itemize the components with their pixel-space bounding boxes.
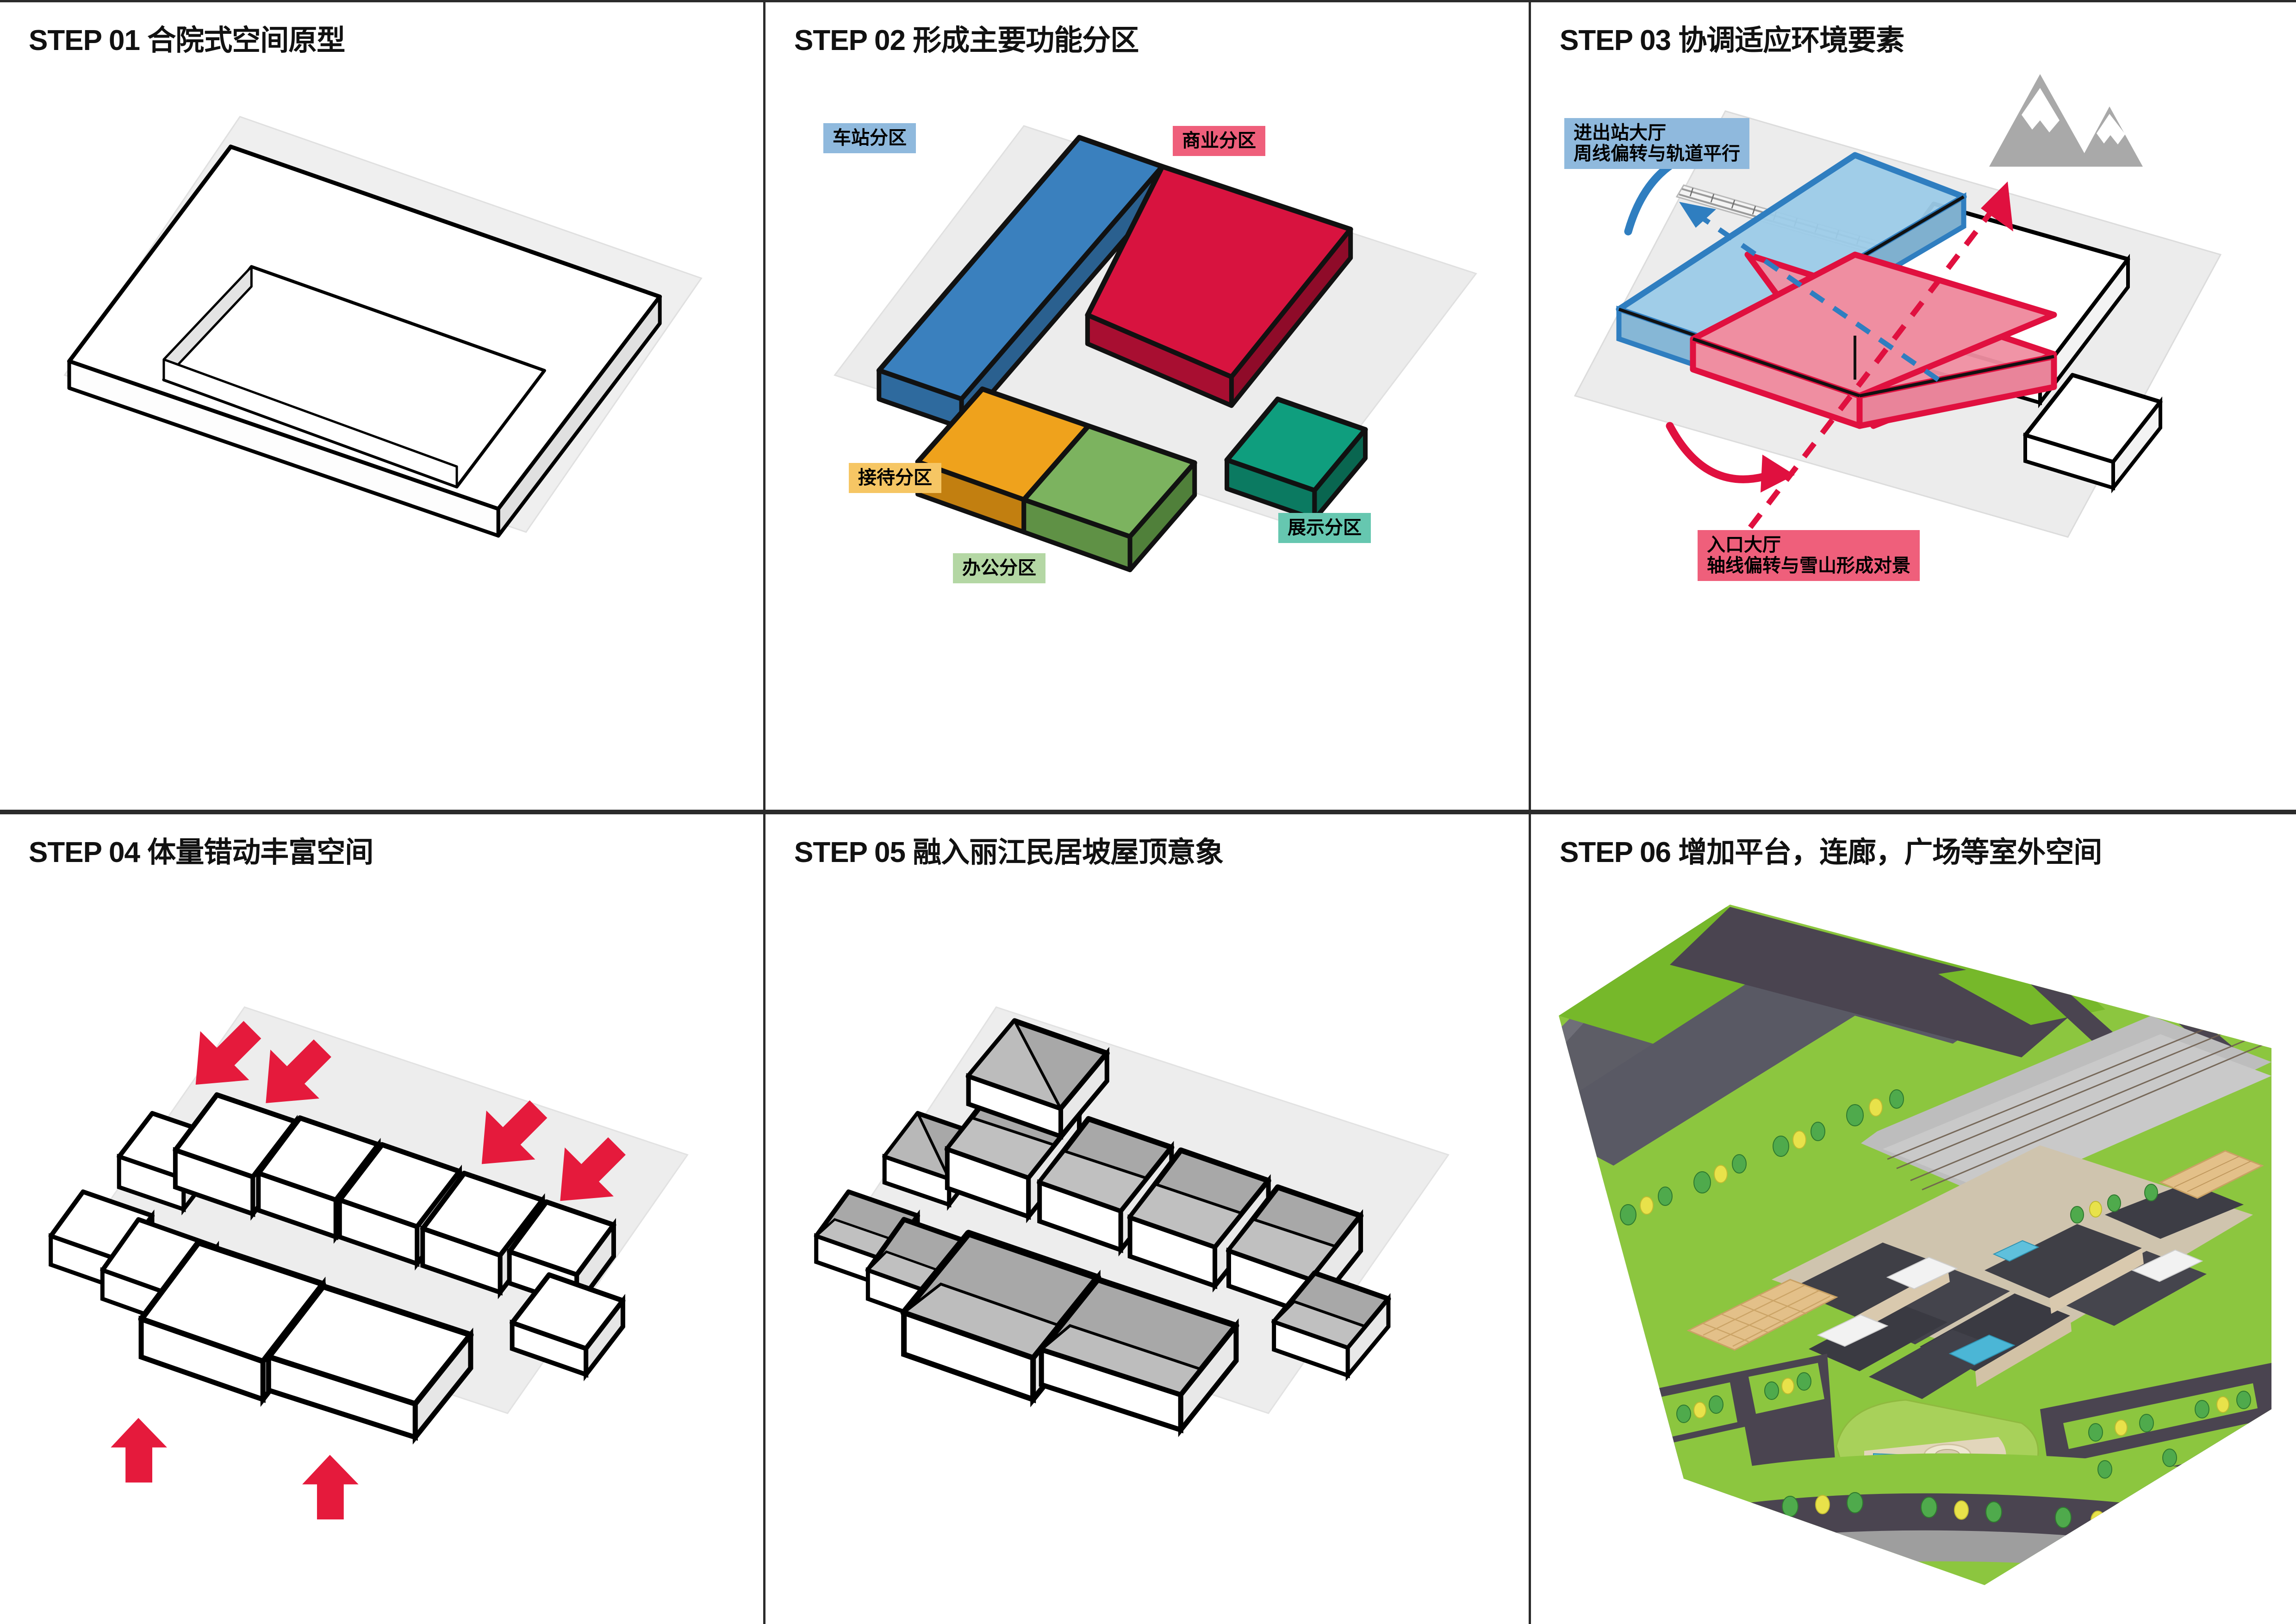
tree-cluster	[1620, 1089, 2251, 1537]
diagram-step-04	[0, 868, 763, 1608]
panel-title-step-02: STEP 02 形成主要功能分区	[794, 25, 1139, 56]
push-arrow-group-bottom	[111, 1418, 359, 1520]
pitched-roof-house-large	[900, 1230, 1101, 1407]
push-arrow-group-top	[195, 1021, 626, 1201]
entry-hall-volume-rotated	[1690, 251, 2057, 429]
timber-pergola	[1686, 1279, 1838, 1351]
zone-label-commercial: 商业分区	[1173, 126, 1265, 156]
panel-top-rule	[765, 0, 1529, 2]
diagram-step-02	[765, 56, 1529, 796]
zone-block-commercial	[1085, 164, 1353, 408]
ghost-volume-exhibition	[2023, 373, 2163, 493]
annotation-entry-hall-line1: 入口大厅	[1707, 535, 1781, 555]
push-arrow-down	[560, 1137, 626, 1201]
push-arrow-up	[302, 1455, 359, 1520]
annotation-station-hall-line2: 周线偏转与轨道平行	[1574, 143, 1740, 164]
zone-block-office	[1021, 423, 1197, 573]
annotation-entry-hall-line2: 轴线偏转与雪山形成对景	[1707, 555, 1910, 576]
block	[337, 1142, 462, 1271]
panel-step-02: STEP 02 形成主要功能分区	[765, 0, 1531, 812]
diagram-step-01	[0, 56, 763, 796]
panel-title-step-04: STEP 04 体量错动丰富空间	[29, 837, 373, 868]
panel-step-05: STEP 05 融入丽江民居坡屋顶意象	[765, 812, 1531, 1624]
push-arrow-down	[195, 1021, 261, 1085]
annotation-station-hall: 进出站大厅 周线偏转与轨道平行	[1564, 118, 1749, 169]
courtyard-ring-volume	[67, 144, 662, 538]
pitched-roof-row-front	[814, 1189, 1239, 1437]
diagram-step-05	[765, 868, 1529, 1608]
panel-title-step-01: STEP 01 合院式空间原型	[29, 25, 345, 56]
annotation-station-hall-line1: 进出站大厅	[1574, 123, 1666, 143]
panel-title-step-03: STEP 03 协调适应环境要素	[1560, 25, 1904, 56]
zone-label-reception: 接待分区	[849, 463, 941, 493]
panel-step-04: STEP 04 体量错动丰富空间	[0, 812, 765, 1624]
panel-top-rule	[1531, 812, 2296, 814]
mountain-icon	[1989, 74, 2143, 167]
panel-step-03: STEP 03 协调适应环境要素	[1531, 0, 2296, 812]
pitched-roof-house-long	[1038, 1276, 1239, 1437]
panel-step-06: STEP 06 增加平台，连廊，广场等室外空间	[1531, 812, 2296, 1624]
staggered-block-row-front	[48, 1189, 474, 1445]
mountain-view-axis	[1730, 181, 2013, 553]
aerial-render	[1559, 905, 2271, 1585]
pitched-roof-courtyard-cluster	[965, 1018, 1110, 1143]
diagram-step-06	[1531, 863, 2296, 1618]
zone-block-station	[876, 135, 1165, 430]
panel-top-rule	[0, 0, 763, 2]
push-arrow-down	[266, 1039, 331, 1103]
panel-top-rule	[0, 812, 763, 814]
panel-top-rule	[1531, 0, 2296, 2]
pitched-roof-house	[1271, 1270, 1391, 1381]
annotation-entry-hall: 入口大厅 轴线偏转与雪山形成对景	[1698, 530, 1920, 581]
timber-block	[2159, 1150, 2264, 1199]
entry-rotation-arrow	[1666, 422, 1795, 493]
staggered-block-row-back	[117, 1092, 626, 1381]
block	[510, 1272, 626, 1381]
zone-label-office: 办公分区	[953, 553, 1045, 583]
panel-step-01: STEP 01 合院式空间原型	[0, 0, 765, 812]
push-arrow-up	[111, 1418, 167, 1483]
diagram-step-03	[1531, 56, 2296, 796]
block-long	[265, 1283, 474, 1445]
panel-title-step-06: STEP 06 增加平台，连廊，广场等室外空间	[1560, 837, 2102, 868]
zone-label-station: 车站分区	[823, 123, 916, 153]
push-arrow-down	[481, 1100, 548, 1164]
pitched-roof-row-back	[882, 1083, 1391, 1381]
zone-label-exhibition: 展示分区	[1278, 513, 1371, 543]
rail-parallel-axis	[1679, 202, 1940, 382]
panel-top-rule	[765, 812, 1529, 814]
panel-title-step-05: STEP 05 融入丽江民居坡屋顶意象	[794, 837, 1224, 868]
station-complex	[1686, 1145, 2264, 1399]
